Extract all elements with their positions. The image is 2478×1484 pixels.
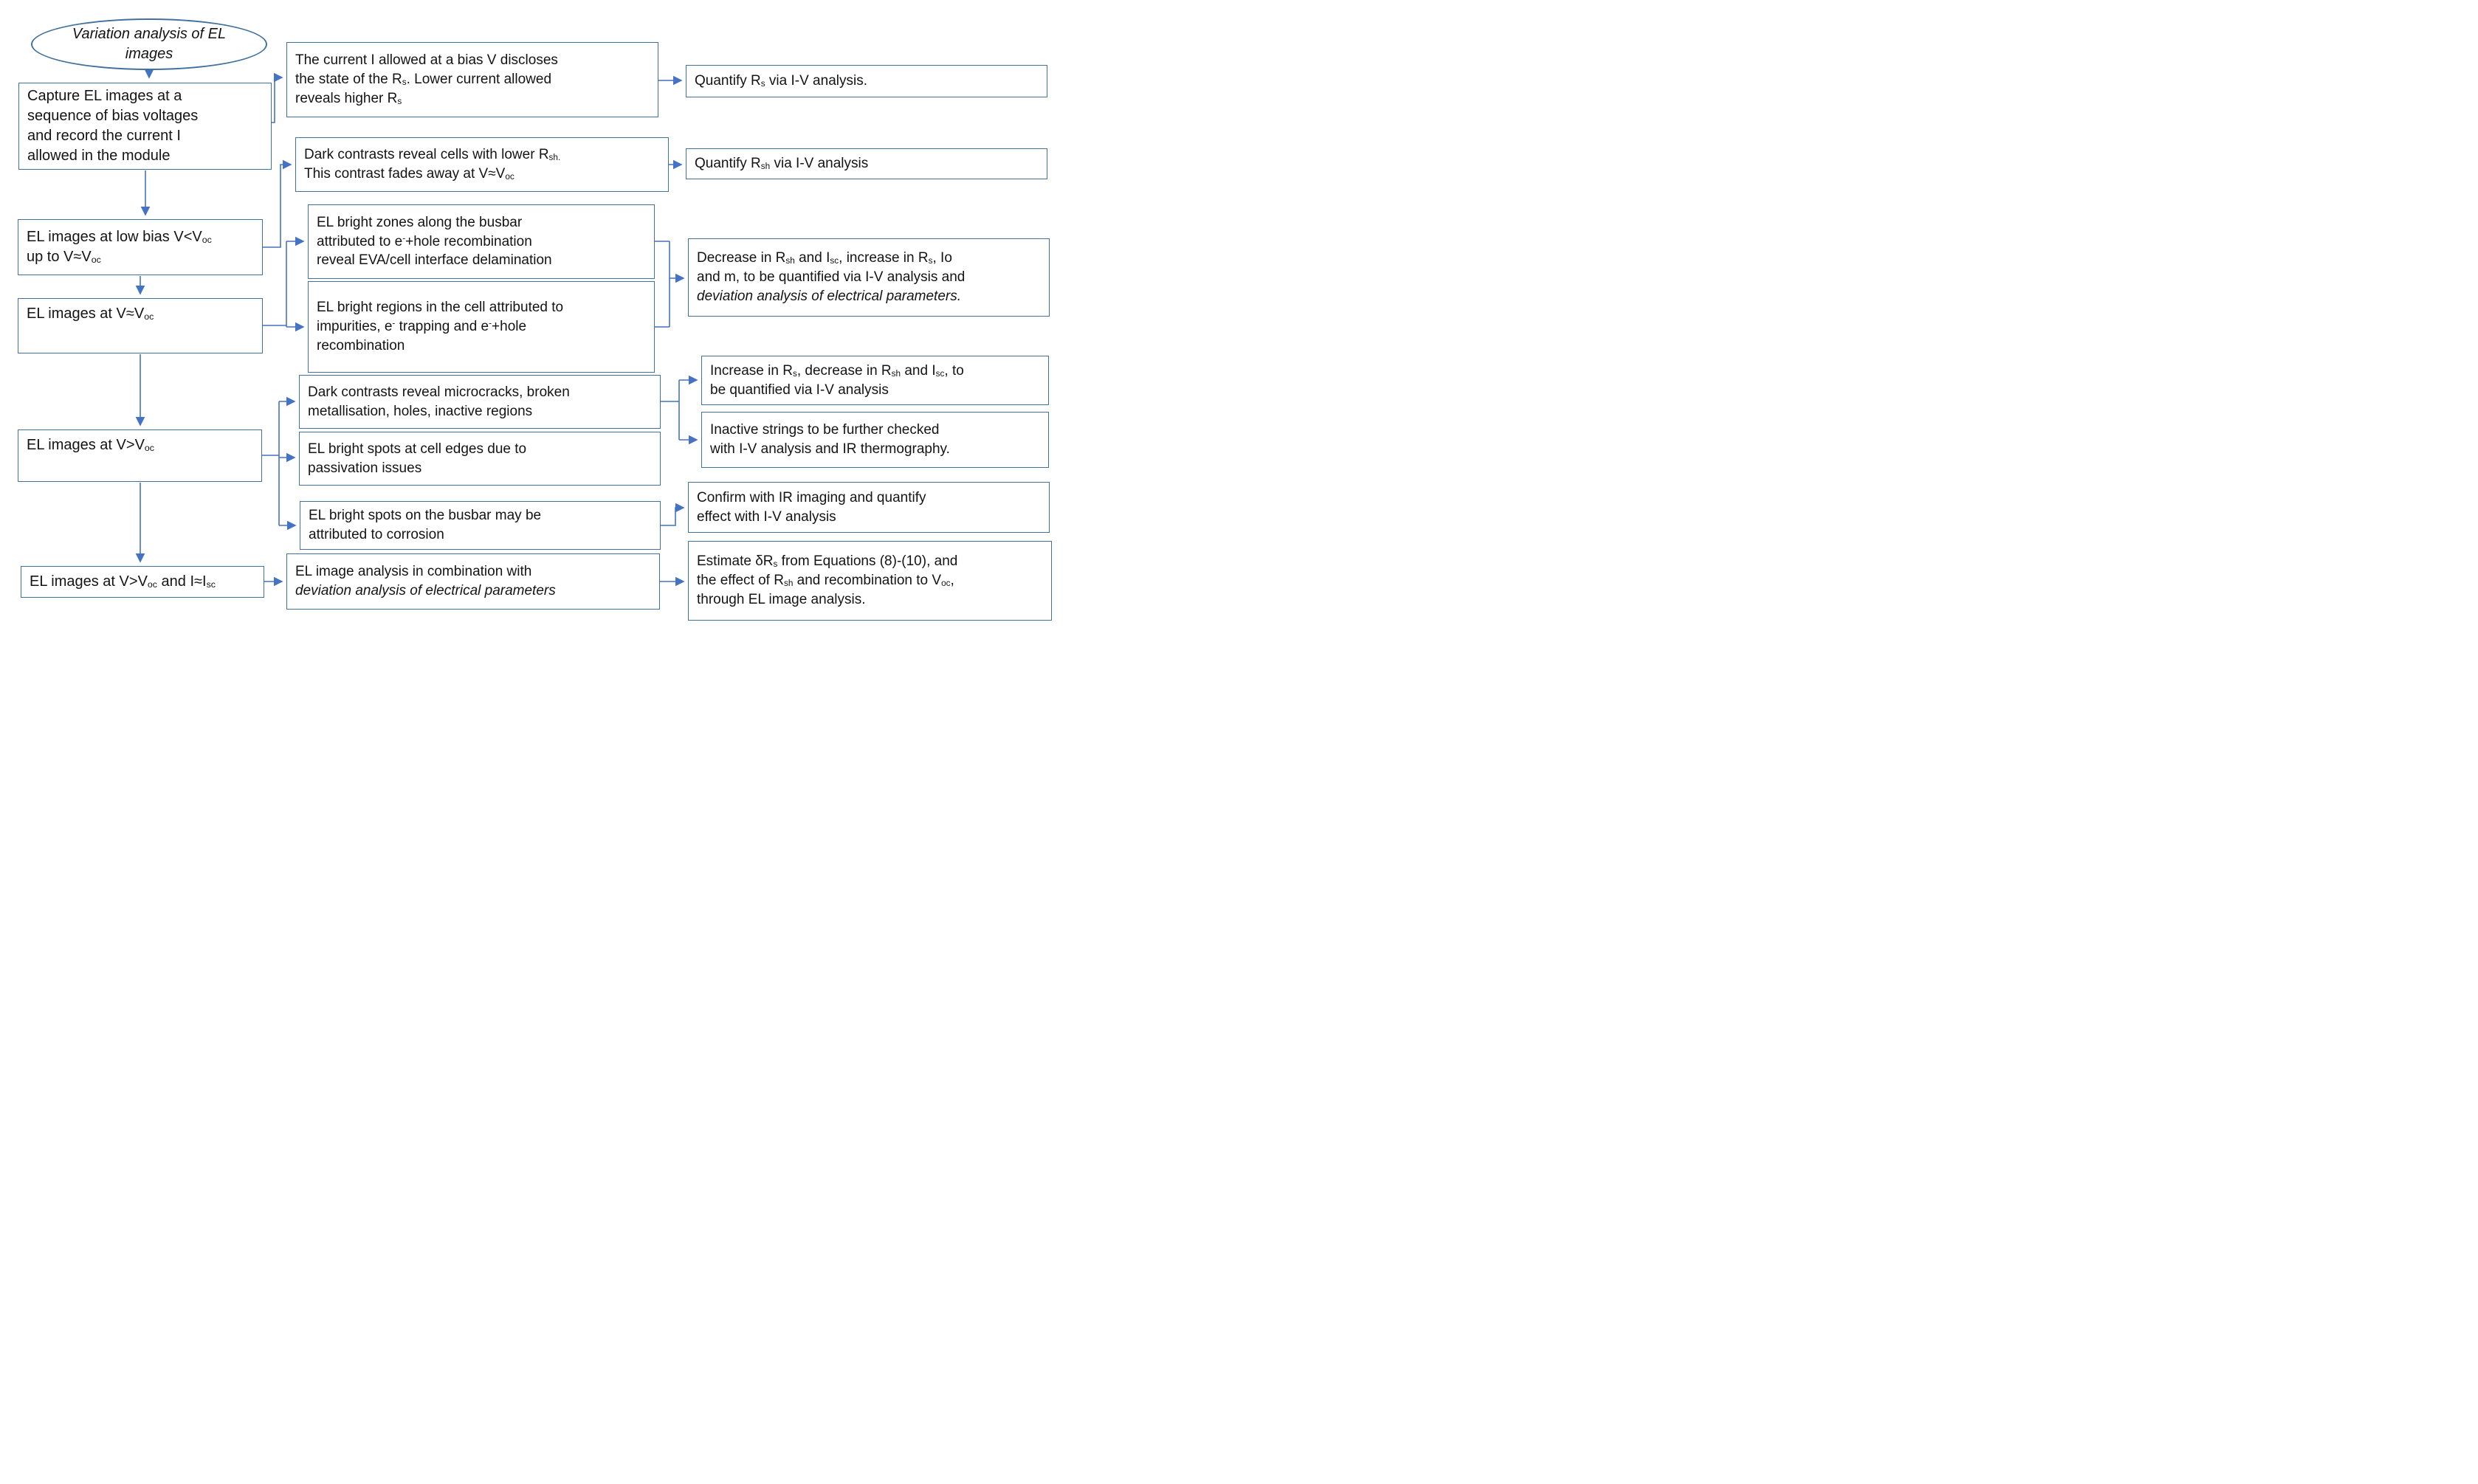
connector-voc-fanout [263,236,305,332]
connector-brightzones-merge [655,241,685,328]
images-above-voc-box: EL images at V>Voc [18,429,262,482]
estimate-delta-rs-box: Estimate δRs from Equations (8)-(10), an… [688,541,1052,621]
quantify-rs-box: Quantify Rs via I-V analysis. [686,65,1047,97]
current-discloses-rs-box: The current I allowed at a bias V disclo… [286,42,658,117]
microcracks-box: Dark contrasts reveal microcracks, broke… [299,375,661,429]
quantify-rsh-box: Quantify Rsh via I-V analysis [686,148,1047,179]
connector-abovevoc-fanout [262,396,297,531]
connector-microcracks-fanout [661,375,698,445]
arrow-corrosion-to-confirm [661,503,685,526]
arrow-capture-to-current [272,72,283,123]
dark-contrast-lower-rsh-box: Dark contrasts reveal cells with lower R… [295,137,669,192]
decrease-rsh-isc-box: Decrease in Rsh and Isc, increase in Rs,… [688,238,1050,317]
increase-rs-box: Increase in Rs, decrease in Rsh and Isc,… [701,356,1049,405]
arrow-lowbias-to-darkcontrast [263,159,292,248]
images-at-voc-box: EL images at V≈Voc [18,298,263,353]
images-above-voc-isc-box: EL images at V>Voc and I≈Isc [21,566,264,598]
bright-regions-cell-box: EL bright regions in the cell attributed… [308,281,655,373]
